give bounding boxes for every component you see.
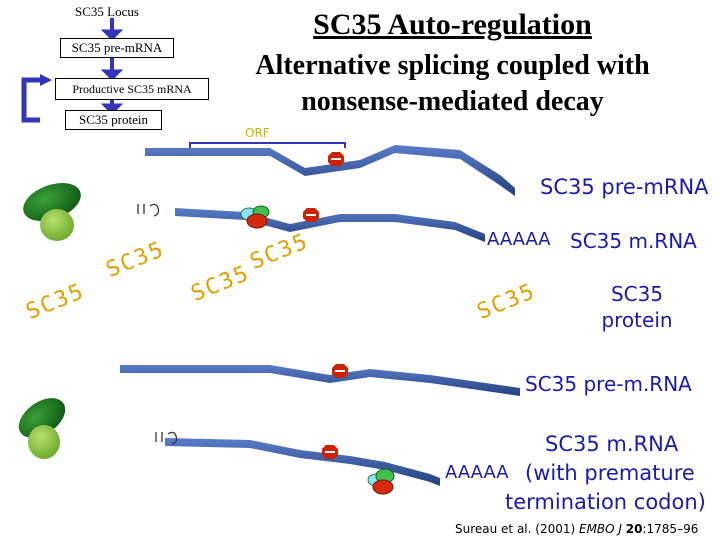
flowchart-diagram: [21, 18, 124, 123]
bottom-mrna-label-line-3: termination codon): [505, 490, 706, 514]
title-line-1: SC35 Auto-regulation: [313, 8, 592, 41]
flowchart-locus-label: SC35 Locus: [75, 4, 139, 19]
top-pre-mrna-label: SC35 pre-mRNA: [540, 175, 709, 199]
citation-volume: 20: [625, 522, 643, 536]
stop-codon-icon-4: [322, 445, 338, 459]
bottom-polya-tail: AAAAA: [445, 462, 509, 483]
citation-journal: EMBO J: [578, 522, 622, 536]
bottom-pre-mrna-label: SC35 pre-m.RNA: [525, 372, 692, 396]
exon-junction-complex-bottom: [367, 468, 395, 495]
stop-codon-icon-3: [332, 364, 348, 378]
top-mrna-label: SC35 m.RNA: [570, 229, 697, 253]
pre-mrna-bottom-strand: [120, 365, 520, 396]
title-line-3: nonsense-mediated decay: [301, 86, 604, 117]
citation-authors: Sureau et al. (2001): [455, 522, 579, 536]
pre-mrna-top-strand: [145, 145, 515, 196]
cap-symbol-top: [137, 203, 160, 217]
flowchart-pre-mrna-box: SC35 pre-mRNA: [60, 38, 174, 58]
citation: Sureau et al. (2001) EMBO J 20:1785–96: [455, 522, 698, 536]
bottom-mrna-label-line-2: (with premature: [525, 461, 695, 485]
protein-label-line-2: protein: [601, 308, 673, 332]
feedback-arrow: [21, 77, 46, 123]
orf-label: ORF: [245, 126, 270, 140]
cap-symbol-bottom: [155, 431, 178, 445]
orf-bracket: [189, 142, 346, 148]
stop-codon-icon-1: [328, 152, 344, 166]
bottom-mrna-label-line-1: SC35 m.RNA: [545, 432, 679, 456]
citation-pages: :1785–96: [642, 522, 699, 536]
flowchart-productive-mrna-box: Productive SC35 mRNA: [55, 78, 209, 100]
flowchart-protein-box: SC35 protein: [65, 110, 162, 130]
stop-codon-icon-2: [303, 208, 319, 222]
exon-junction-complex-top: [240, 205, 270, 229]
mrna-bottom-strand: [165, 438, 440, 486]
mrna-top-strand: [175, 208, 485, 242]
top-polya-tail: AAAAA: [487, 229, 551, 250]
title-line-2: Alternative splicing coupled with: [255, 50, 650, 81]
protein-label-line-1: SC35: [610, 282, 664, 306]
ribosome-icon-top: [23, 183, 81, 241]
ribosome-icon-bottom: [18, 398, 66, 459]
